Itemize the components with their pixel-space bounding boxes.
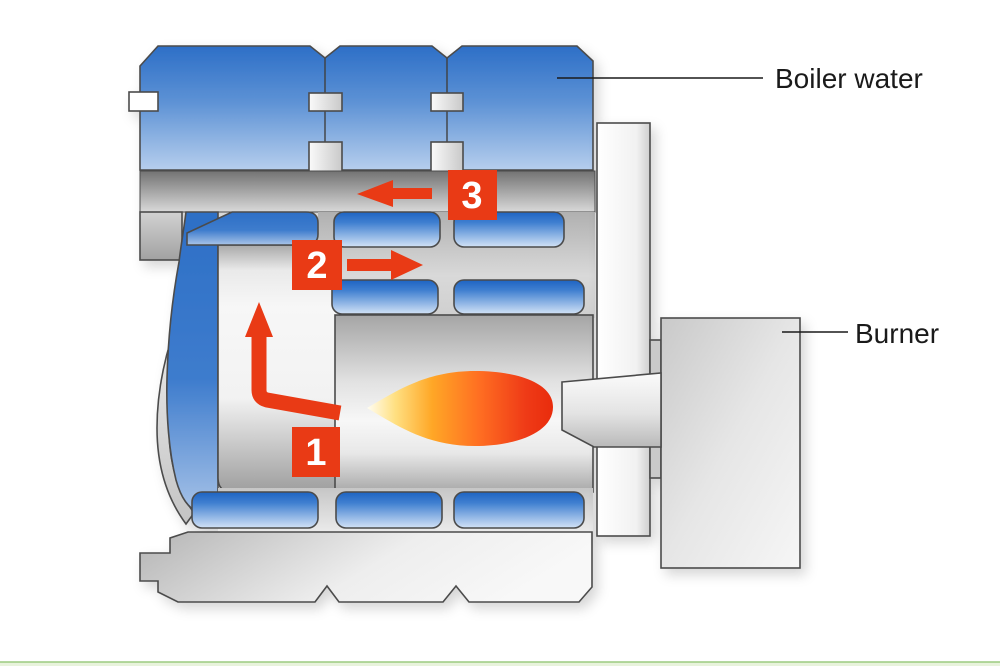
burner-body — [660, 317, 801, 569]
burner-nozzle — [561, 372, 662, 448]
stay-block-lower-left — [308, 141, 343, 177]
arrow-bent-up-head-icon — [245, 302, 273, 337]
water-tube-row-a1 — [333, 211, 441, 248]
water-tube-row-c1 — [191, 491, 319, 529]
flue-gas-arrows — [245, 180, 432, 421]
stay-block-upper-left — [308, 92, 343, 112]
step-1-number: 1 — [305, 432, 326, 474]
front-wall-block — [139, 211, 183, 261]
stay-block-upper-right — [430, 92, 464, 112]
annotations: Boiler water Burner — [557, 63, 939, 349]
step-2-number: 2 — [306, 245, 327, 287]
water-tube-row-b1 — [331, 279, 439, 315]
water-tube-row-c2 — [335, 491, 443, 529]
bottom-divider — [0, 661, 1000, 666]
step-1-badge — [292, 427, 340, 477]
water-tube-row-b2 — [453, 279, 585, 315]
water-jacket-left — [166, 211, 219, 517]
boiler-shell — [128, 45, 596, 603]
water-tube-row-c3 — [453, 491, 585, 529]
arrow-left-icon — [357, 180, 432, 207]
bottom-divider-fill — [0, 662, 1000, 666]
shell-left-tab — [128, 91, 159, 112]
step-badges: 1 2 3 — [292, 170, 497, 477]
rear-tube-plate — [596, 122, 651, 537]
step-3-badge — [448, 170, 497, 220]
arrow-bent-up-icon — [251, 335, 342, 421]
step-3-number: 3 — [461, 175, 482, 217]
shell-bottom-band — [139, 531, 593, 603]
boiler-water-top-section — [139, 45, 594, 171]
step-2-badge — [292, 240, 342, 290]
arrow-right-icon — [347, 250, 423, 280]
burner-label: Burner — [855, 318, 939, 349]
burner-assembly — [596, 122, 801, 569]
boiler-water-label: Boiler water — [775, 63, 923, 94]
burner-flame — [367, 371, 553, 446]
water-tube-row-a2 — [453, 211, 565, 248]
